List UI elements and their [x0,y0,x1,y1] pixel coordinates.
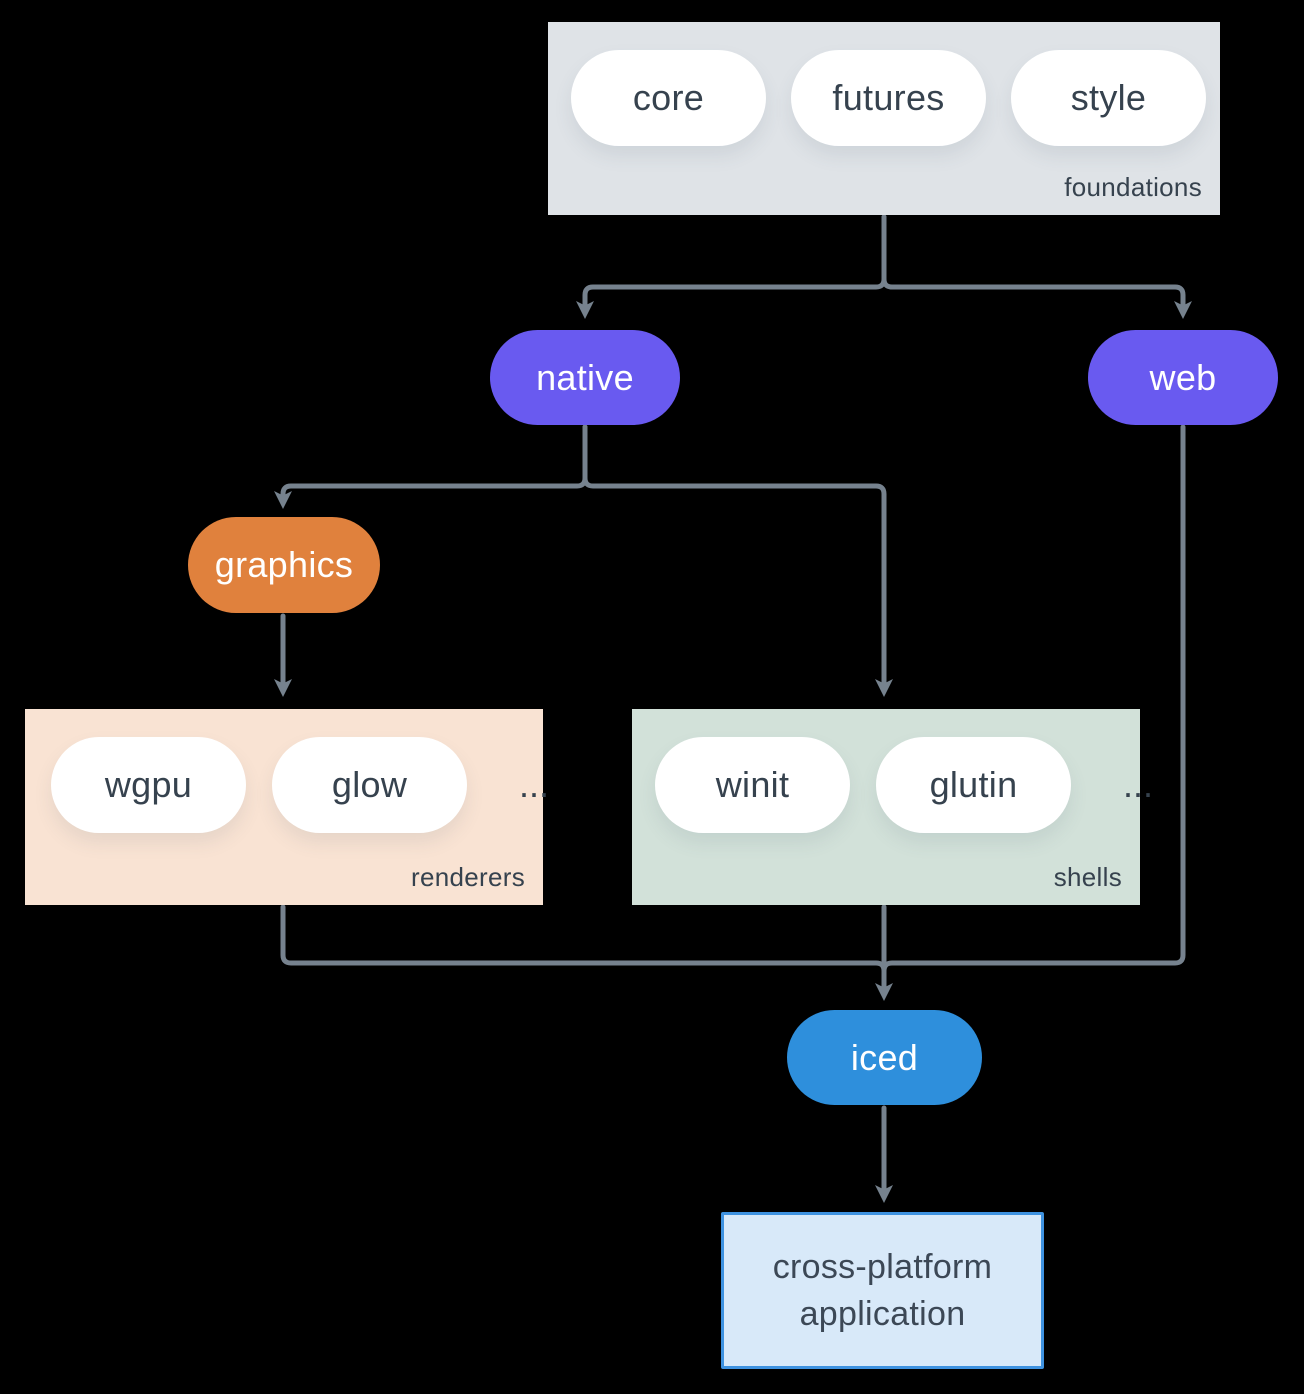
node-web-label: web [1149,356,1217,398]
node-futures-label: futures [832,77,945,118]
node-native-label: native [536,356,634,398]
node-cross-platform-application: cross-platform application [721,1212,1044,1369]
arrow-foundations-to-native [576,214,887,319]
node-iced-label: iced [850,1036,919,1078]
node-web: web [1088,330,1278,425]
arrow-foundations-to-web [881,214,1192,319]
node-wgpu: wgpu [51,737,246,833]
group-foundations-label: foundations [1064,172,1202,202]
node-wgpu-label: wgpu [104,764,193,805]
node-graphics-label: graphics [214,544,354,585]
node-glutin: glutin [876,737,1071,833]
group-renderers: wgpu glow ... renderers [25,709,549,905]
node-native: native [490,330,680,425]
arrow-native-to-shells [582,424,893,697]
renderers-ellipsis: ... [519,764,550,805]
node-glow: glow [272,737,467,833]
node-iced: iced [787,1010,982,1105]
group-renderers-label: renderers [411,862,525,892]
group-shells: winit glutin ... shells [632,709,1153,905]
arrow-renderers-to-iced [280,904,887,983]
node-futures: futures [791,50,986,146]
node-graphics: graphics [188,517,380,613]
shells-ellipsis: ... [1123,764,1154,805]
application-label-line1: cross-platform [772,1247,993,1286]
application-label-line2: application [799,1294,966,1333]
shells-pill-row: winit glutin ... [632,737,1153,833]
node-core-label: core [632,77,705,118]
node-glow-label: glow [331,764,408,805]
renderers-pill-row: wgpu glow ... [25,737,549,833]
node-core: core [571,50,766,146]
arrow-native-to-graphics [274,424,588,509]
group-shells-label: shells [1053,862,1122,892]
group-foundations: core futures style foundations [548,22,1220,215]
node-style: style [1011,50,1206,146]
node-style-label: style [1070,77,1147,118]
node-winit: winit [655,737,850,833]
node-glutin-label: glutin [929,764,1018,805]
foundations-pill-row: core futures style [548,50,1206,146]
node-winit-label: winit [715,764,790,805]
